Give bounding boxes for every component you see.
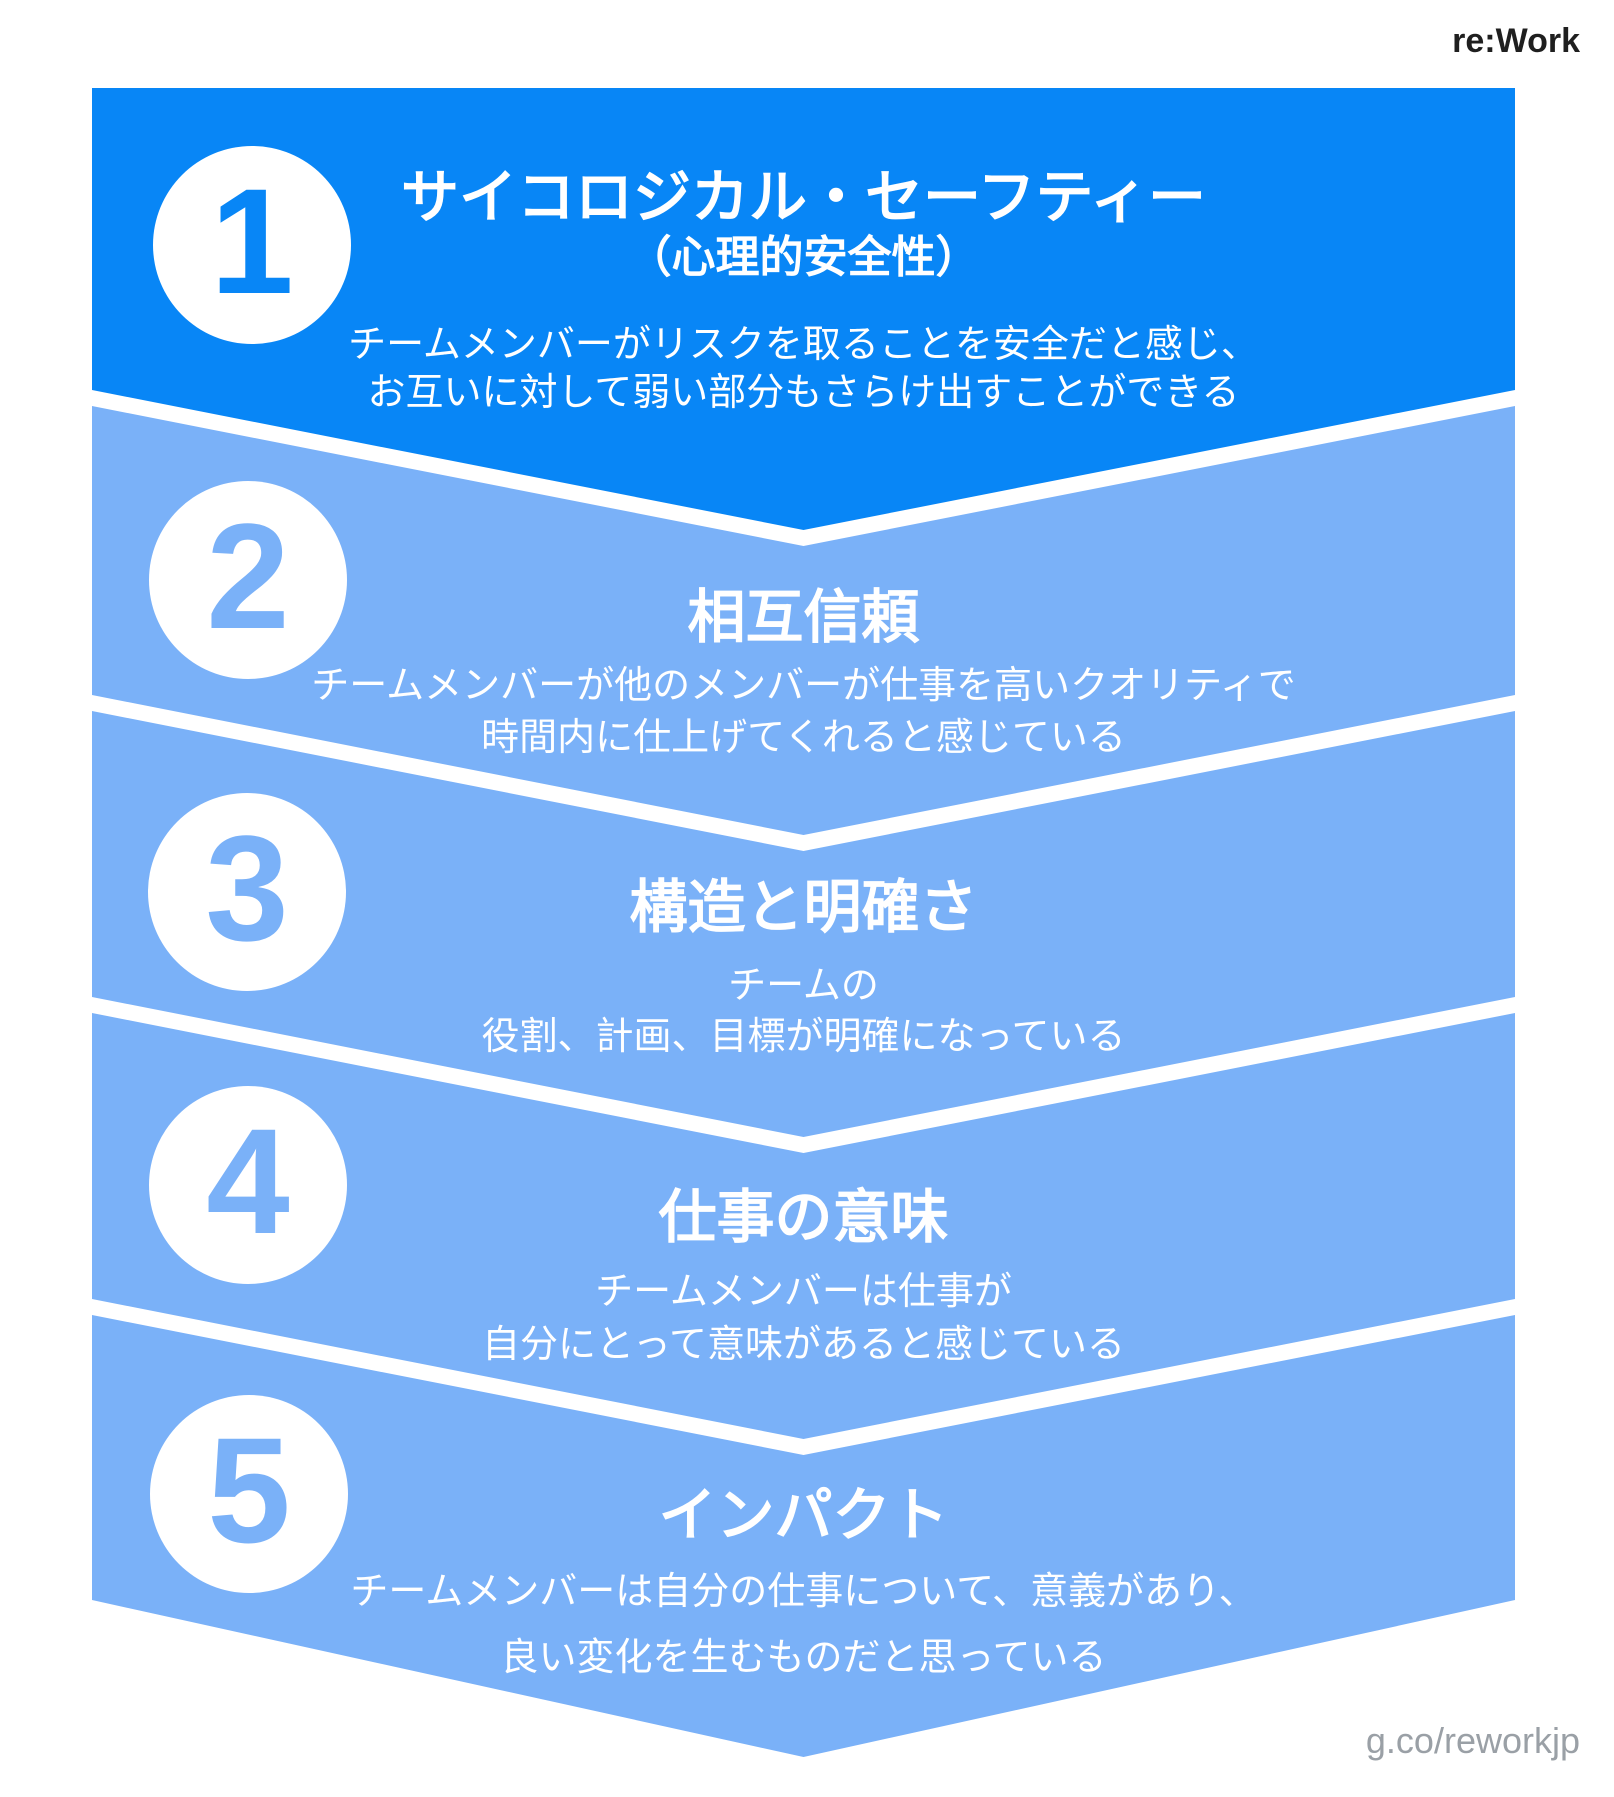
step-number-circle: 3 [148, 793, 346, 991]
step-title: インパクト [658, 1483, 949, 1548]
step-number: 2 [206, 492, 290, 660]
step-description-line: チームメンバーが他のメンバーが仕事を高いクオリティで [311, 665, 1296, 707]
step-number-circle: 2 [149, 481, 347, 679]
step-number: 4 [206, 1097, 290, 1265]
step-subtitle: （心理的安全性） [627, 233, 980, 282]
step-number: 1 [210, 157, 294, 325]
step-title: 仕事の意味 [658, 1185, 949, 1250]
rework-logo: re:Work [1452, 22, 1580, 60]
step-title: 相互信頼 [687, 585, 920, 650]
footer-link: g.co/reworkjp [1365, 1720, 1580, 1761]
step-description-line: 時間内に仕上げてくれると感じている [481, 717, 1126, 759]
step-title: 構造と明確さ [629, 875, 978, 940]
step-description-line: チームメンバーは自分の仕事について、意義があり、 [350, 1571, 1257, 1613]
step-description-line: 良い変化を生むものだと思っている [500, 1637, 1107, 1679]
step-number-circle: 4 [149, 1086, 347, 1284]
step-description-line: 自分にとって意味があると感じている [482, 1324, 1125, 1366]
step-description-line: チームの [728, 965, 879, 1007]
step-number-circle: 1 [153, 146, 351, 344]
step-number-circle: 5 [150, 1395, 348, 1593]
step-number: 3 [205, 804, 289, 972]
step-description-line: 役割、計画、目標が明確になっている [481, 1016, 1126, 1058]
step-number: 5 [207, 1406, 291, 1574]
step-description-line: お互いに対して弱い部分もさらけ出すことができる [367, 372, 1240, 414]
step-description-line: チームメンバーは仕事が [595, 1271, 1012, 1313]
step-description-line: チームメンバーがリスクを取ることを安全だと感じ、 [348, 324, 1259, 366]
step-title: サイコロジカル・セーフティー [400, 165, 1207, 230]
